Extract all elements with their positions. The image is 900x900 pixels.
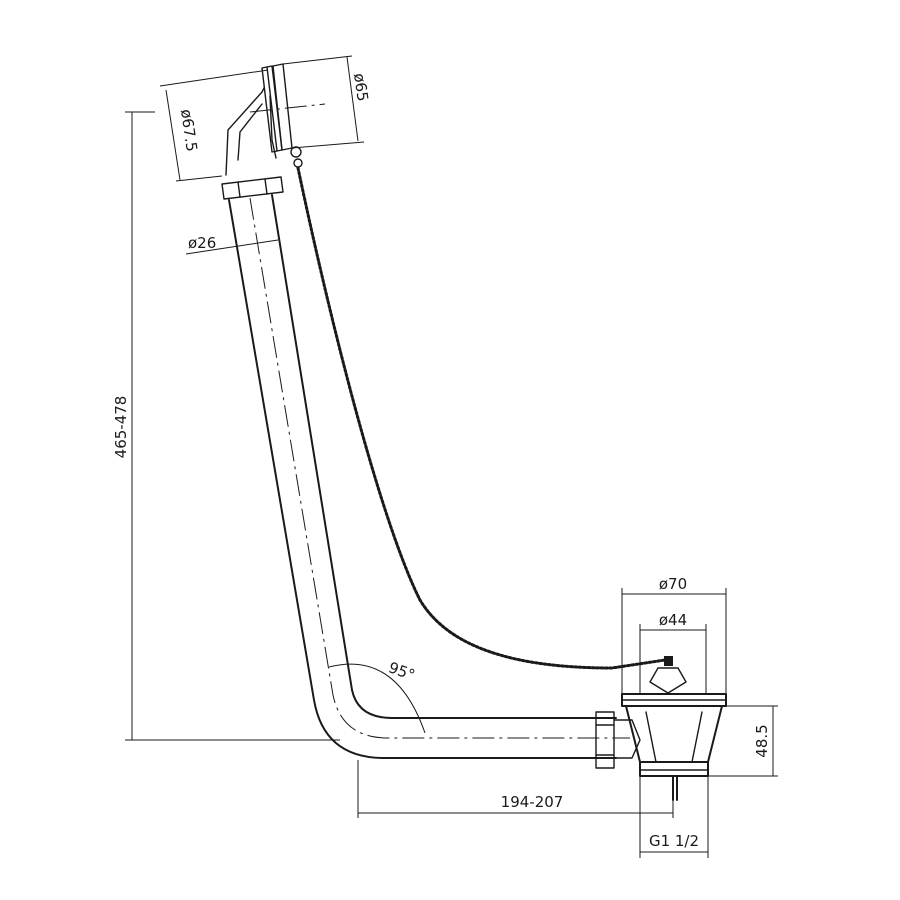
top-union-nut (221, 176, 284, 200)
overflow-pipe (228, 194, 630, 759)
label-bend-angle: 95° (386, 658, 417, 684)
label-top-inner-diameter: ø65 (350, 72, 372, 102)
plug-chain (296, 166, 667, 670)
waste-fitting (595, 656, 727, 801)
label-horizontal-length: 194-207 (501, 793, 564, 811)
dimension-lines (125, 55, 778, 858)
label-overall-height: 465-478 (112, 396, 130, 459)
label-pipe-diameter: ø26 (188, 234, 216, 252)
label-waste-inner-diameter: ø44 (659, 611, 687, 629)
label-thread-size: G1 1/2 (649, 832, 699, 850)
label-waste-outer-diameter: ø70 (659, 575, 687, 593)
label-waste-height: 48.5 (753, 724, 771, 757)
overflow-head (225, 63, 326, 176)
label-top-outer-diameter: ø67.5 (177, 108, 201, 153)
